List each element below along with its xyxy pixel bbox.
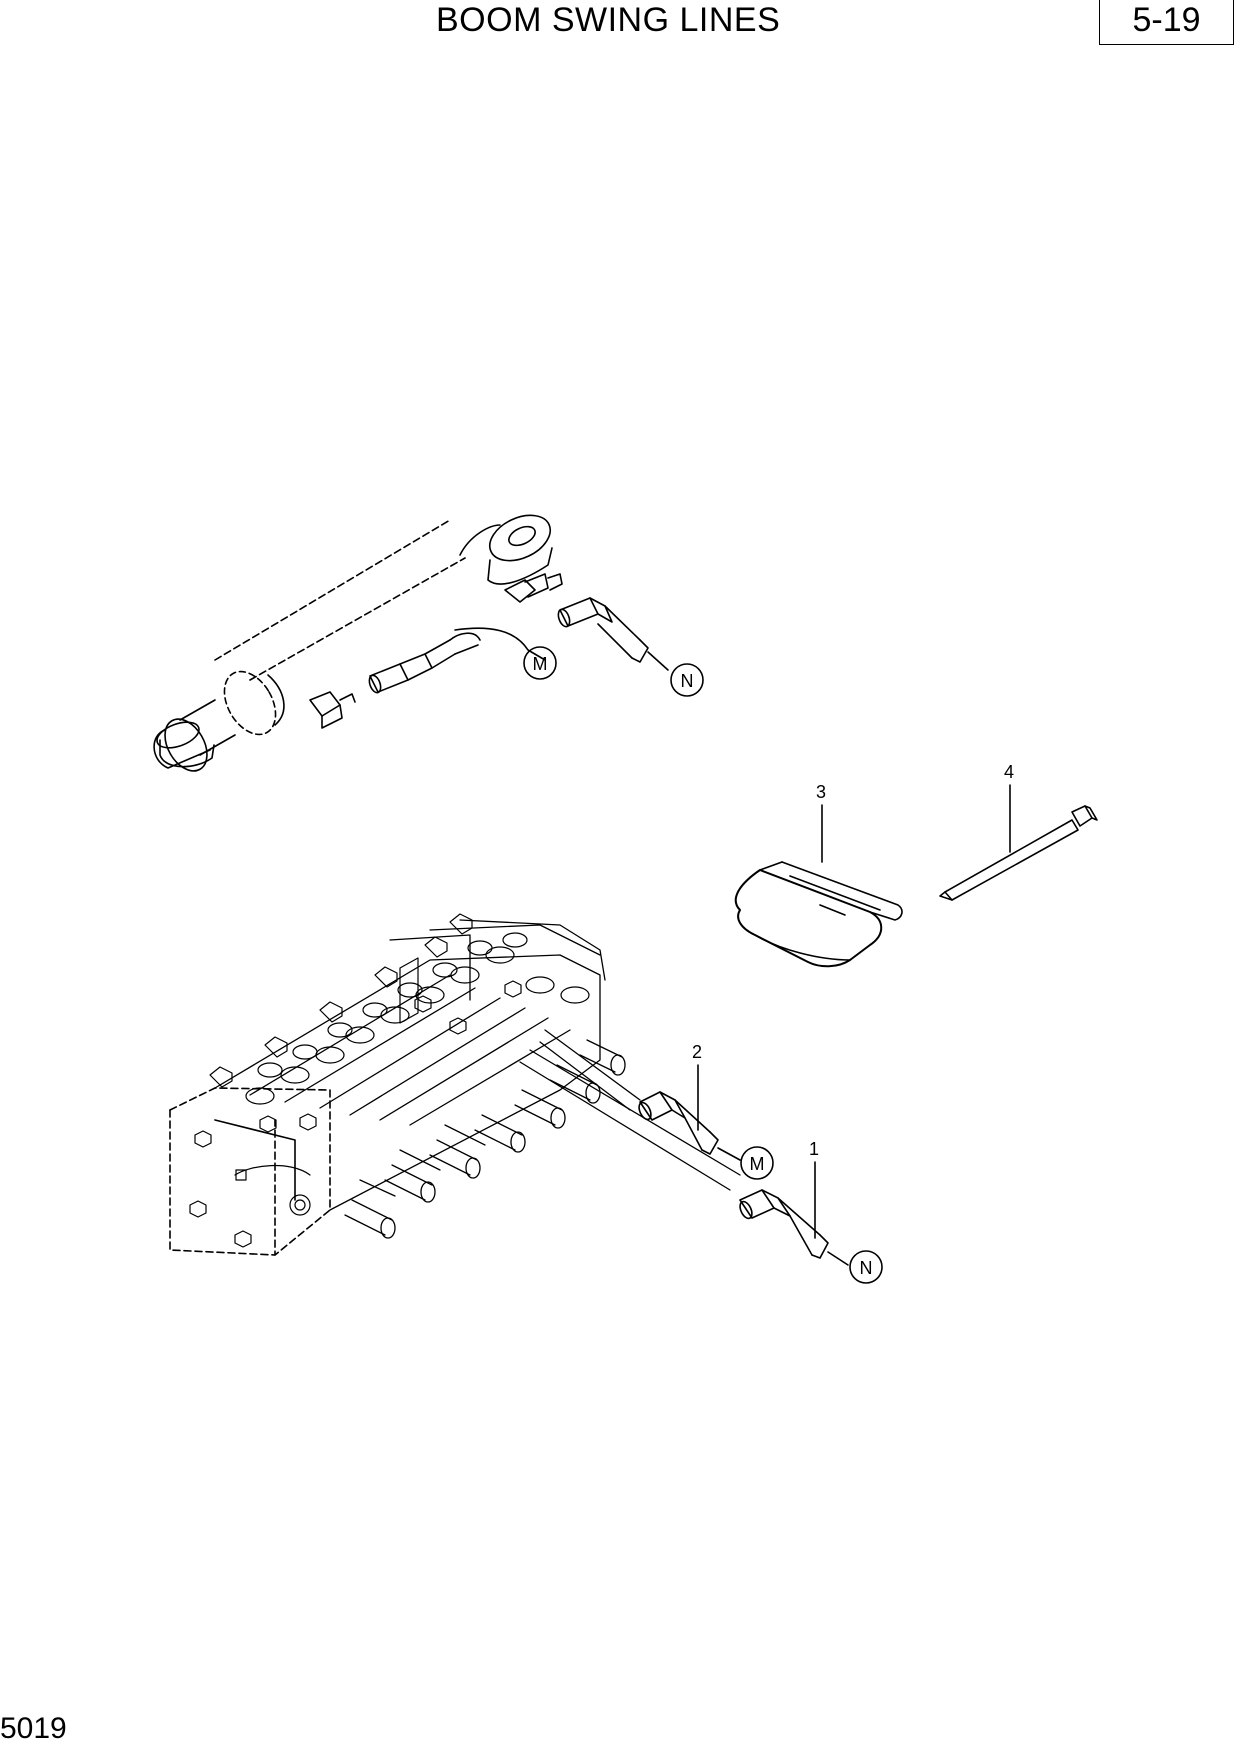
page-title: BOOM SWING LINES [436, 1, 781, 39]
callout-4-label: 4 [1004, 762, 1014, 782]
callout-n-top-label: N [681, 671, 694, 691]
callout-m-top-label: M [533, 654, 548, 674]
callout-3-label: 3 [816, 782, 826, 802]
hose-clamp-icon [734, 861, 903, 968]
hose-fitting-top-right [557, 597, 669, 671]
callout-n-bottom: N [849, 1250, 883, 1284]
callout-n-bottom-label: N [860, 1258, 873, 1278]
callout-3: 3 [816, 782, 826, 863]
callout-n-top: N [670, 663, 704, 697]
page-number: 5-19 [1099, 0, 1234, 45]
hose-fitting-top-left [368, 627, 546, 694]
callout-1-label: 1 [809, 1139, 819, 1159]
callout-m-bottom-label: M [750, 1154, 765, 1174]
callout-1: 1 [809, 1139, 819, 1239]
callout-2-label: 2 [692, 1042, 702, 1062]
hose-item-1 [739, 1189, 849, 1266]
document-code: 5019 [0, 1712, 67, 1745]
cable-tie-icon [939, 805, 1098, 901]
hose-item-2 [638, 1091, 741, 1161]
callout-m-bottom: M [740, 1146, 774, 1180]
boom-swing-cylinder-icon [153, 514, 563, 772]
callout-4: 4 [1004, 762, 1014, 853]
callout-2: 2 [692, 1042, 702, 1131]
callout-m-top: M [523, 646, 557, 680]
control-valve-icon [169, 913, 741, 1256]
